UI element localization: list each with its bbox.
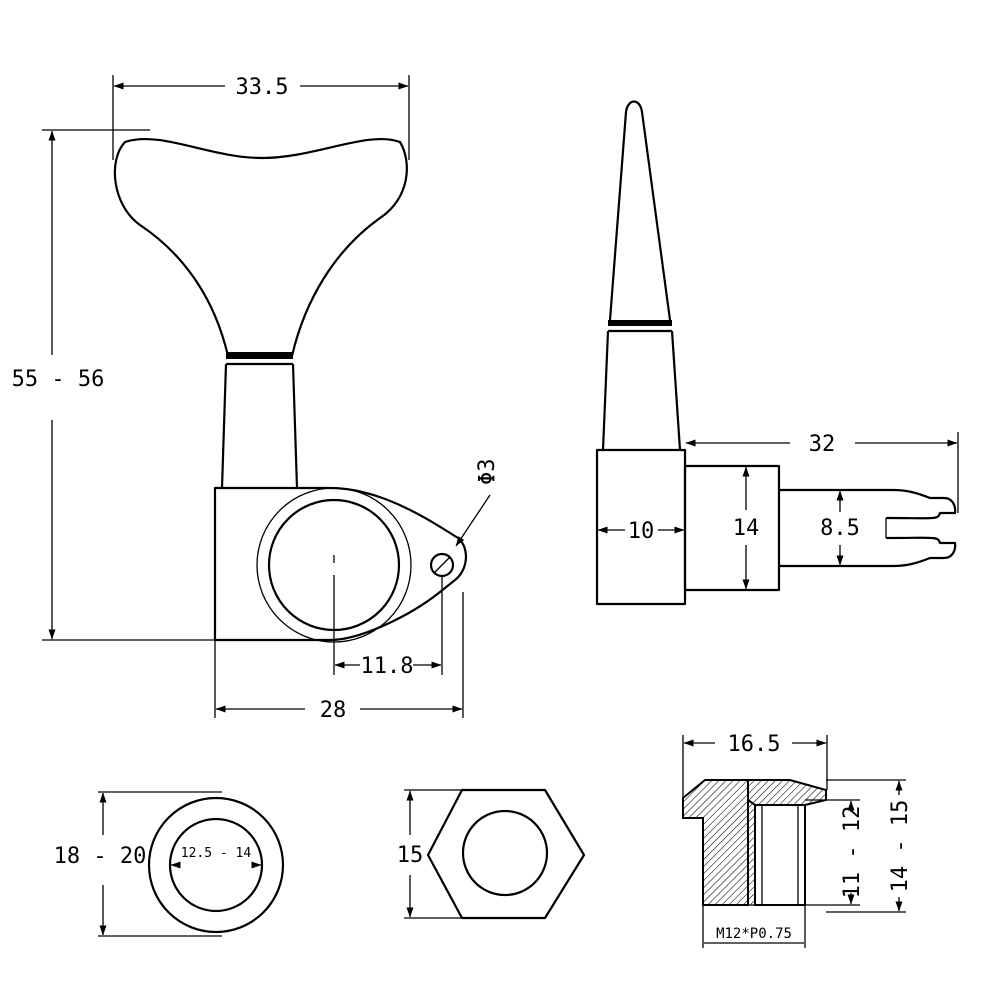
string-post-side (779, 488, 957, 568)
height-dimension-label: 55 - 56 (12, 367, 105, 392)
side-view: 32 10 14 8.5 (595, 100, 959, 606)
total-length-label: 32 (809, 432, 836, 457)
tuner-housing (213, 486, 467, 642)
key-shaft (220, 363, 299, 489)
bushing-hatched-wall (682, 779, 749, 906)
flange-diameter-label: 16.5 (728, 732, 781, 757)
washer-view: 18 - 20 12.5 - 14 (54, 791, 285, 937)
hex-nut-bore (461, 809, 549, 897)
bushing-inner-height-label: 11 - 12 (840, 806, 865, 899)
body-width-label: 10 (628, 519, 655, 544)
gear-housing-side (683, 464, 781, 592)
blade-collar-band (608, 320, 672, 326)
hex-nut-height-label: 15 (397, 843, 424, 868)
base-width-label: 28 (320, 698, 347, 723)
bushing-section-view: 16.5 11 - 12 14 - 15 M12*P0.75 (682, 732, 913, 948)
washer-inner-circle (168, 817, 264, 913)
hex-nut-view: 15 (397, 788, 586, 920)
hole-diameter-label: Φ3 (475, 459, 500, 486)
bushing-outer-height-label: 14 - 15 (888, 800, 913, 893)
thread-spec-label: M12*P0.75 (716, 926, 792, 942)
width-dimension-label: 33.5 (236, 75, 289, 100)
hex-nut-outline (426, 788, 586, 920)
washer-inner-diameter-label: 12.5 - 14 (181, 846, 252, 861)
front-view: 33.5 55 - 56 Φ3 11.8 28 (12, 75, 500, 723)
housing-height-label: 14 (733, 516, 760, 541)
post-diameter-label: 8.5 (820, 516, 860, 541)
washer-outer-diameter-label: 18 - 20 (54, 844, 147, 869)
key-collar-band (226, 352, 293, 359)
tuner-key-shape (113, 137, 408, 358)
hole-offset-label: 11.8 (361, 654, 414, 679)
washer-outer-circle (147, 796, 285, 934)
key-blade-side (608, 100, 672, 321)
